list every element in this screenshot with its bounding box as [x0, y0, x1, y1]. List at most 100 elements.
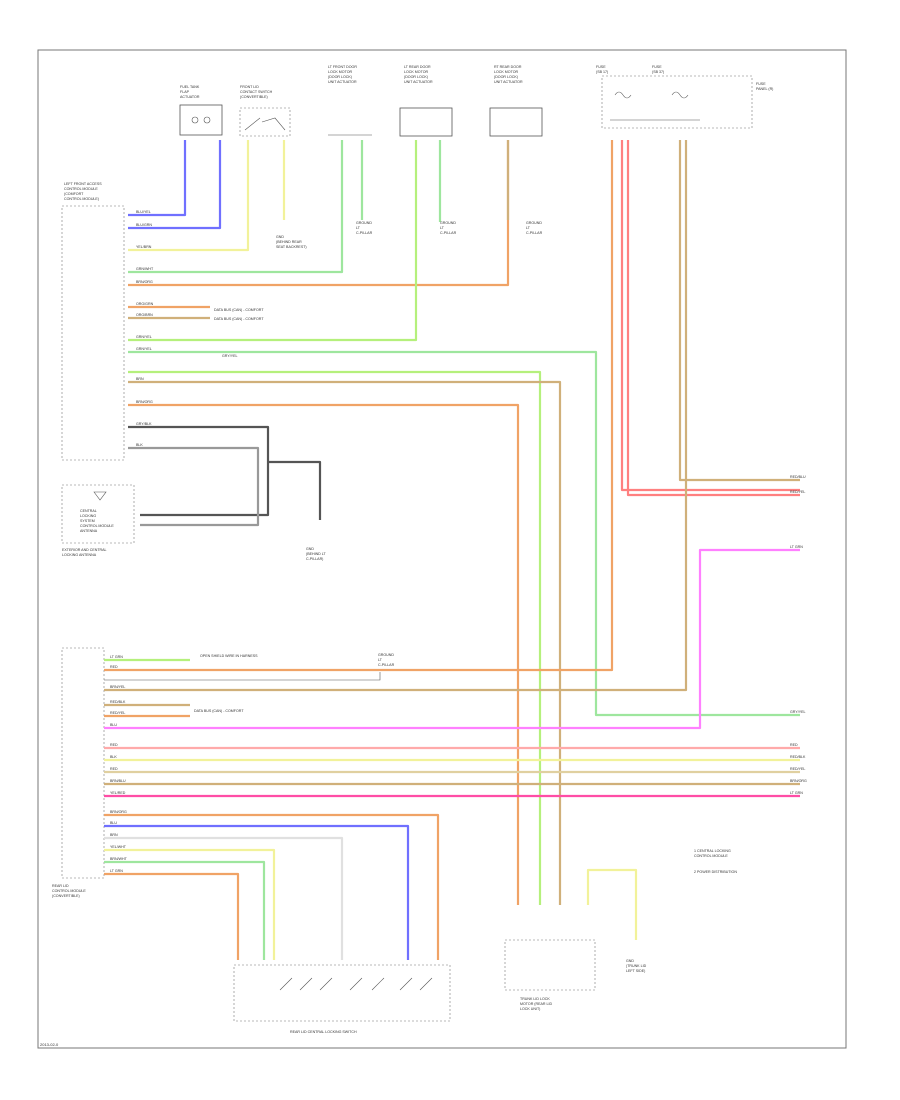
wire-label: BRN/ORG	[136, 280, 153, 284]
ground-g3-2: LT	[440, 226, 445, 230]
ground-labels: GND (BEHIND REAR SEAT BACKREST) GROUND L…	[276, 221, 647, 973]
wires-upper	[104, 140, 800, 905]
door-lock-lr-label-1: LT REAR DOOR	[404, 65, 431, 69]
motor-icon	[191, 116, 199, 124]
wire-label: BLK	[136, 443, 143, 447]
rear-lid-central-locking-switch: REAR LID CENTRAL LOCKING SWITCH	[233, 964, 451, 1034]
lf-module-label-2: CONTROL MODULE	[64, 187, 98, 191]
wire-yel-2	[104, 848, 276, 960]
antenna-caption-2: LOCKING ANTENNA	[62, 553, 97, 557]
ground-g6-1: GROUND	[378, 653, 394, 657]
wire-label: GRY/YEL	[790, 710, 806, 714]
wire-label: LT GRN	[790, 545, 803, 549]
wire-label: ORG/BRN	[136, 313, 153, 317]
wire-blk	[128, 446, 260, 527]
wire-label: GRN/YEL	[136, 335, 152, 339]
wire-brn	[128, 380, 562, 905]
ground-g7-2: (TRUNK LID	[626, 964, 647, 968]
wire-tan-3	[104, 140, 688, 692]
lf-module-label-3: (COMFORT	[64, 192, 84, 196]
wire-label: LT GRN	[110, 869, 123, 873]
motor-icon	[203, 116, 211, 124]
ground-g6-3: C-PILLAR	[378, 663, 395, 667]
wire-label: RED/YEL	[790, 490, 805, 494]
wire-label: BRN/YEL	[110, 685, 125, 689]
ground-g4-1: GROUND	[526, 221, 542, 225]
switch-contacts-icon	[279, 977, 433, 991]
door-lock-rr-label-2: LOCK MOTOR	[494, 70, 518, 74]
wire-blu-yel	[128, 140, 187, 217]
wire-gnd-blk	[268, 460, 322, 520]
wire-label: RED	[110, 743, 118, 747]
antenna-caption-1: EXTERIOR AND CENTRAL	[62, 548, 107, 552]
legend-item-2: 2 POWER DISTRIBUTION	[694, 870, 737, 874]
front-lid-contact-switch: FRONT LID CONTACT SWITCH (CONVERTIBLE)	[239, 85, 291, 137]
wire-labels: BLU/YEL BLU/GRN YEL/BRN GRN/WHT BRN/ORG …	[110, 210, 807, 873]
front-lid-label-3: (CONVERTIBLE)	[240, 95, 268, 99]
ground-g5-3: C-PILLAR)	[306, 557, 323, 561]
ground-g2-3: C-PILLAR	[356, 231, 373, 235]
fuse-icon	[614, 91, 632, 99]
door-lock-lr-box	[399, 107, 453, 137]
wire-tan-2	[678, 140, 800, 482]
trunk-lid-label-1: TRUNK LID LOCK	[520, 997, 550, 1001]
ground-g1-3: SEAT BACKREST)	[276, 245, 307, 249]
door-lock-rr-label-1: RT REAR DOOR	[494, 65, 522, 69]
front-lid-label-1: FRONT LID	[240, 85, 259, 89]
wire-label: ORG/GRN	[136, 302, 154, 306]
wire-white	[104, 836, 344, 960]
wire-label: BRN/ORG	[136, 400, 153, 404]
fuse-2-label-2: (SB 37)	[652, 70, 664, 74]
ground-g4-3: C-PILLAR	[526, 231, 543, 235]
ground-g5-2: (BEHIND LT	[306, 552, 327, 556]
wire-blu-2	[104, 824, 410, 960]
door-lock-lf-label-4: UNIT ACTUATOR	[328, 80, 357, 84]
data-bus-note-3: DATA BUS (CAN) - COMFORT	[194, 709, 244, 713]
wire-label: BRN	[110, 833, 118, 837]
fuse-block: FUSE (SB 17) FUSE (SB 37) FUSE PANEL (R)	[596, 65, 773, 129]
lf-module-label-1: LEFT FRONT ACCESS	[64, 182, 102, 186]
wire-label: RED/BLU	[790, 475, 806, 479]
door-lock-lr-label-4: UNIT ACTUATOR	[404, 80, 433, 84]
rear-lid-switch-label: REAR LID CENTRAL LOCKING SWITCH	[290, 1030, 357, 1034]
door-lock-lr: LT REAR DOOR LOCK MOTOR (DOOR LOCK) UNIT…	[399, 65, 453, 137]
wire-gry-blk	[128, 425, 270, 517]
wire-label: YEL/RED	[110, 791, 126, 795]
central-locking-antenna: CENTRAL LOCKING SYSTEM CONTROL MODULE AN…	[61, 484, 135, 557]
door-lock-rr: RT REAR DOOR LOCK MOTOR (DOOR LOCK) UNIT…	[489, 65, 543, 137]
front-lid-dashed-box	[239, 107, 291, 137]
data-bus-note-1: DATA BUS (CAN) - COMFORT	[214, 308, 264, 312]
fuse-panel-label-2: PANEL (R)	[756, 87, 773, 91]
wire-label: LT GRN	[790, 791, 803, 795]
ground-g4-2: LT	[526, 226, 531, 230]
wire-label: BRN	[136, 377, 144, 381]
legend-item-1a: 1 CENTRAL LOCKING	[694, 849, 731, 853]
wire-label: BLU/GRN	[136, 223, 152, 227]
ground-g7-1: GND	[626, 959, 634, 963]
ground-g1-2: (BEHIND REAR	[276, 240, 302, 244]
diagram-frame	[37, 49, 847, 1049]
door-lock-rr-label-4: UNIT ACTUATOR	[494, 80, 523, 84]
fuse-1-label-1: FUSE	[596, 65, 606, 69]
wire-label: RED	[110, 665, 118, 669]
wire-label: BLK	[110, 755, 117, 759]
rear-lid-module-label-2: CONTROL MODULE	[52, 889, 86, 893]
fuse-1-label-2: (SB 17)	[596, 70, 608, 74]
wire-label: GRN/YEL	[136, 347, 152, 351]
wire-yel-gnd-2	[586, 868, 638, 940]
trunk-lid-label-2: MOTOR (REAR LID	[520, 1002, 552, 1006]
wire-grn-wht	[128, 140, 344, 274]
wire-label: LT GRN	[110, 655, 123, 659]
door-lock-rr-label-3: (DOOR LOCK)	[494, 75, 518, 79]
wire-label: YEL/BRN	[136, 245, 152, 249]
wire-label: RED/BLK	[790, 755, 806, 759]
door-lock-lf-label-1: LT FRONT DOOR	[328, 65, 357, 69]
ground-g1-1: GND	[276, 235, 284, 239]
rear-lid-control-module: REAR LID CONTROL MODULE (CONVERTIBLE)	[52, 647, 105, 898]
door-lock-lf-label-2: LOCK MOTOR	[328, 70, 352, 74]
wire-label: BRN/BLU	[110, 779, 126, 783]
ground-g5-1: GND	[306, 547, 314, 551]
fuel-tank-flap-box	[179, 104, 223, 136]
rear-lid-module-label-3: (CONVERTIBLE)	[52, 894, 80, 898]
